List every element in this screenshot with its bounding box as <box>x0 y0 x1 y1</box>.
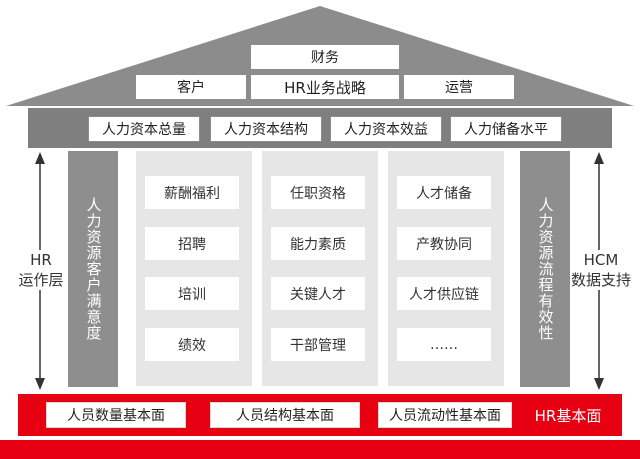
right-pillar-text: 人力资源流程有效性 <box>536 197 555 341</box>
column-1-item: 绩效 <box>145 328 239 361</box>
left-pillar-text: 人力资源客户满意度 <box>84 197 103 341</box>
column-1-item: 招聘 <box>145 227 239 260</box>
roof-right-box: 运营 <box>403 74 515 100</box>
column-3-item: 人才储备 <box>397 176 491 209</box>
roof-top-box: 财务 <box>250 44 400 70</box>
right-pillar: 人力资源流程有效性 <box>520 151 570 387</box>
capital-total-box: 人力资本总量 <box>88 116 200 142</box>
capital-structure-box: 人力资本结构 <box>210 116 322 142</box>
column-2-item: 干部管理 <box>271 328 365 361</box>
column-3-item: …… <box>397 328 491 361</box>
foundation-label: HR基本面 <box>534 406 602 425</box>
column-2-item: 任职资格 <box>271 176 365 209</box>
foundation-base <box>0 440 640 459</box>
foundation-structure-box: 人员结构基本面 <box>210 402 360 428</box>
column-1-item: 培训 <box>145 277 239 310</box>
foundation-quantity-box: 人员数量基本面 <box>46 402 186 428</box>
roof-left-box: 客户 <box>135 74 247 100</box>
left-pillar: 人力资源客户满意度 <box>68 151 118 387</box>
column-2-item: 关键人才 <box>271 277 365 310</box>
column-3-item: 人才供应链 <box>397 277 491 310</box>
foundation-mobility-box: 人员流动性基本面 <box>378 402 512 428</box>
roof-center-box: HR业务战略 <box>250 74 400 100</box>
right-side-label: HCM 数据支持 <box>568 250 634 290</box>
capital-benefit-box: 人力资本效益 <box>330 116 442 142</box>
column-1-item: 薪酬福利 <box>145 176 239 209</box>
capital-reserve-box: 人力储备水平 <box>450 116 562 142</box>
column-3-item: 产教协同 <box>397 227 491 260</box>
column-2-item: 能力素质 <box>271 227 365 260</box>
left-side-label: HR 运作层 <box>10 250 72 290</box>
